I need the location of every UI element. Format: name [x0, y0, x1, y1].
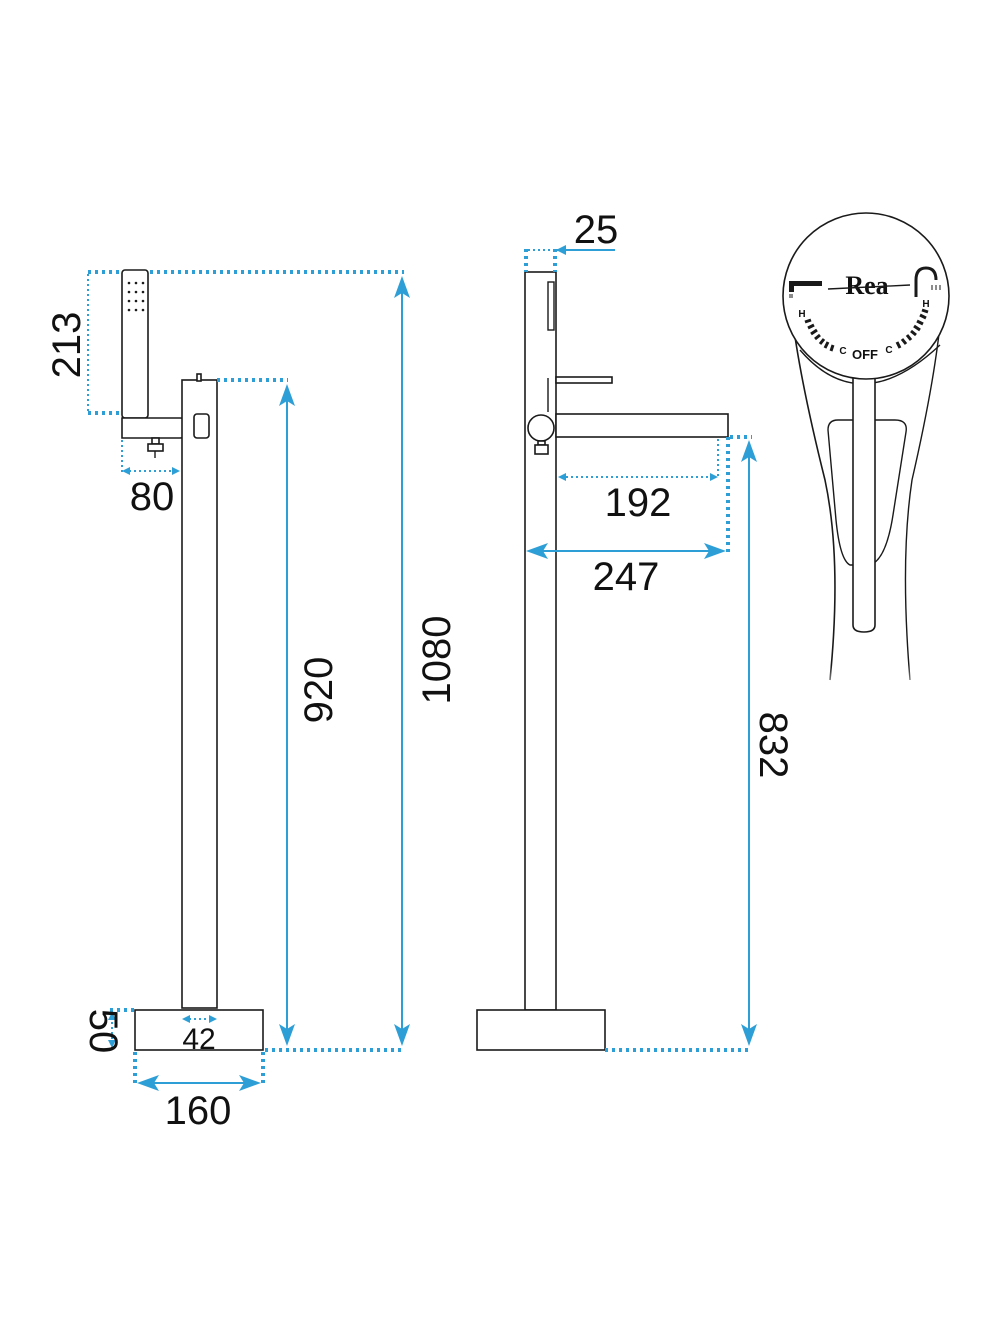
front-column-cap	[196, 373, 202, 382]
dim-pipe-width	[182, 1015, 217, 1023]
side-hose-connector	[534, 440, 549, 455]
brand-swoosh	[827, 284, 911, 290]
dim-label-213: 213	[45, 312, 89, 379]
side-base	[476, 1009, 606, 1051]
dim-label-50: 50	[81, 1009, 125, 1054]
mixer-lever	[193, 413, 210, 439]
dim-label-25: 25	[574, 208, 619, 252]
dim-label-80: 80	[130, 475, 175, 519]
dim-total-height	[150, 270, 410, 1052]
dim-base-width	[133, 1052, 265, 1091]
hose-connector	[147, 437, 164, 458]
hot-label-left: H	[798, 309, 805, 320]
front-view: 213 1080 920 80	[45, 269, 459, 1133]
dim-hand-shower-height	[87, 270, 122, 415]
panel-fade	[780, 560, 960, 700]
off-label: OFF	[852, 347, 878, 362]
dim-base-height	[108, 1008, 135, 1048]
dim-hand-shower-offset	[121, 440, 180, 475]
dim-label-42: 42	[182, 1023, 215, 1056]
dim-spout-outlet-height	[605, 435, 757, 1052]
dim-spout-total-reach	[526, 437, 730, 559]
cold-label-left: C	[839, 346, 846, 357]
shower-nozzle-dots	[127, 281, 145, 312]
side-view: 25 192 247 832	[476, 208, 795, 1052]
hot-label-right: H	[922, 299, 929, 310]
side-shower-slot	[547, 281, 555, 331]
side-valve	[527, 414, 555, 442]
front-column	[181, 379, 218, 1009]
shower-holder	[121, 417, 191, 439]
dim-spout-reach	[558, 439, 719, 481]
dim-label-160: 160	[165, 1089, 232, 1133]
front-base	[134, 1009, 264, 1051]
temperature-scale-right	[895, 308, 929, 349]
dim-label-832: 832	[751, 712, 795, 779]
handle-recess	[827, 419, 907, 566]
cold-label-right: C	[885, 345, 892, 356]
dim-label-192: 192	[605, 481, 672, 525]
dim-column-depth	[524, 245, 615, 272]
brand-logo: Rea	[845, 271, 888, 300]
temperature-scale-left	[804, 318, 835, 352]
shower-icon	[914, 266, 941, 297]
dim-spout-height	[217, 378, 295, 1046]
handle-detail: Rea H H C C OFF	[780, 212, 960, 700]
side-column	[524, 271, 557, 1011]
dim-label-1080: 1080	[415, 616, 459, 705]
side-lever	[555, 376, 613, 384]
dim-label-247: 247	[593, 555, 660, 599]
dim-label-920: 920	[297, 657, 341, 724]
spout-icon	[789, 281, 822, 298]
side-spout	[555, 413, 729, 438]
